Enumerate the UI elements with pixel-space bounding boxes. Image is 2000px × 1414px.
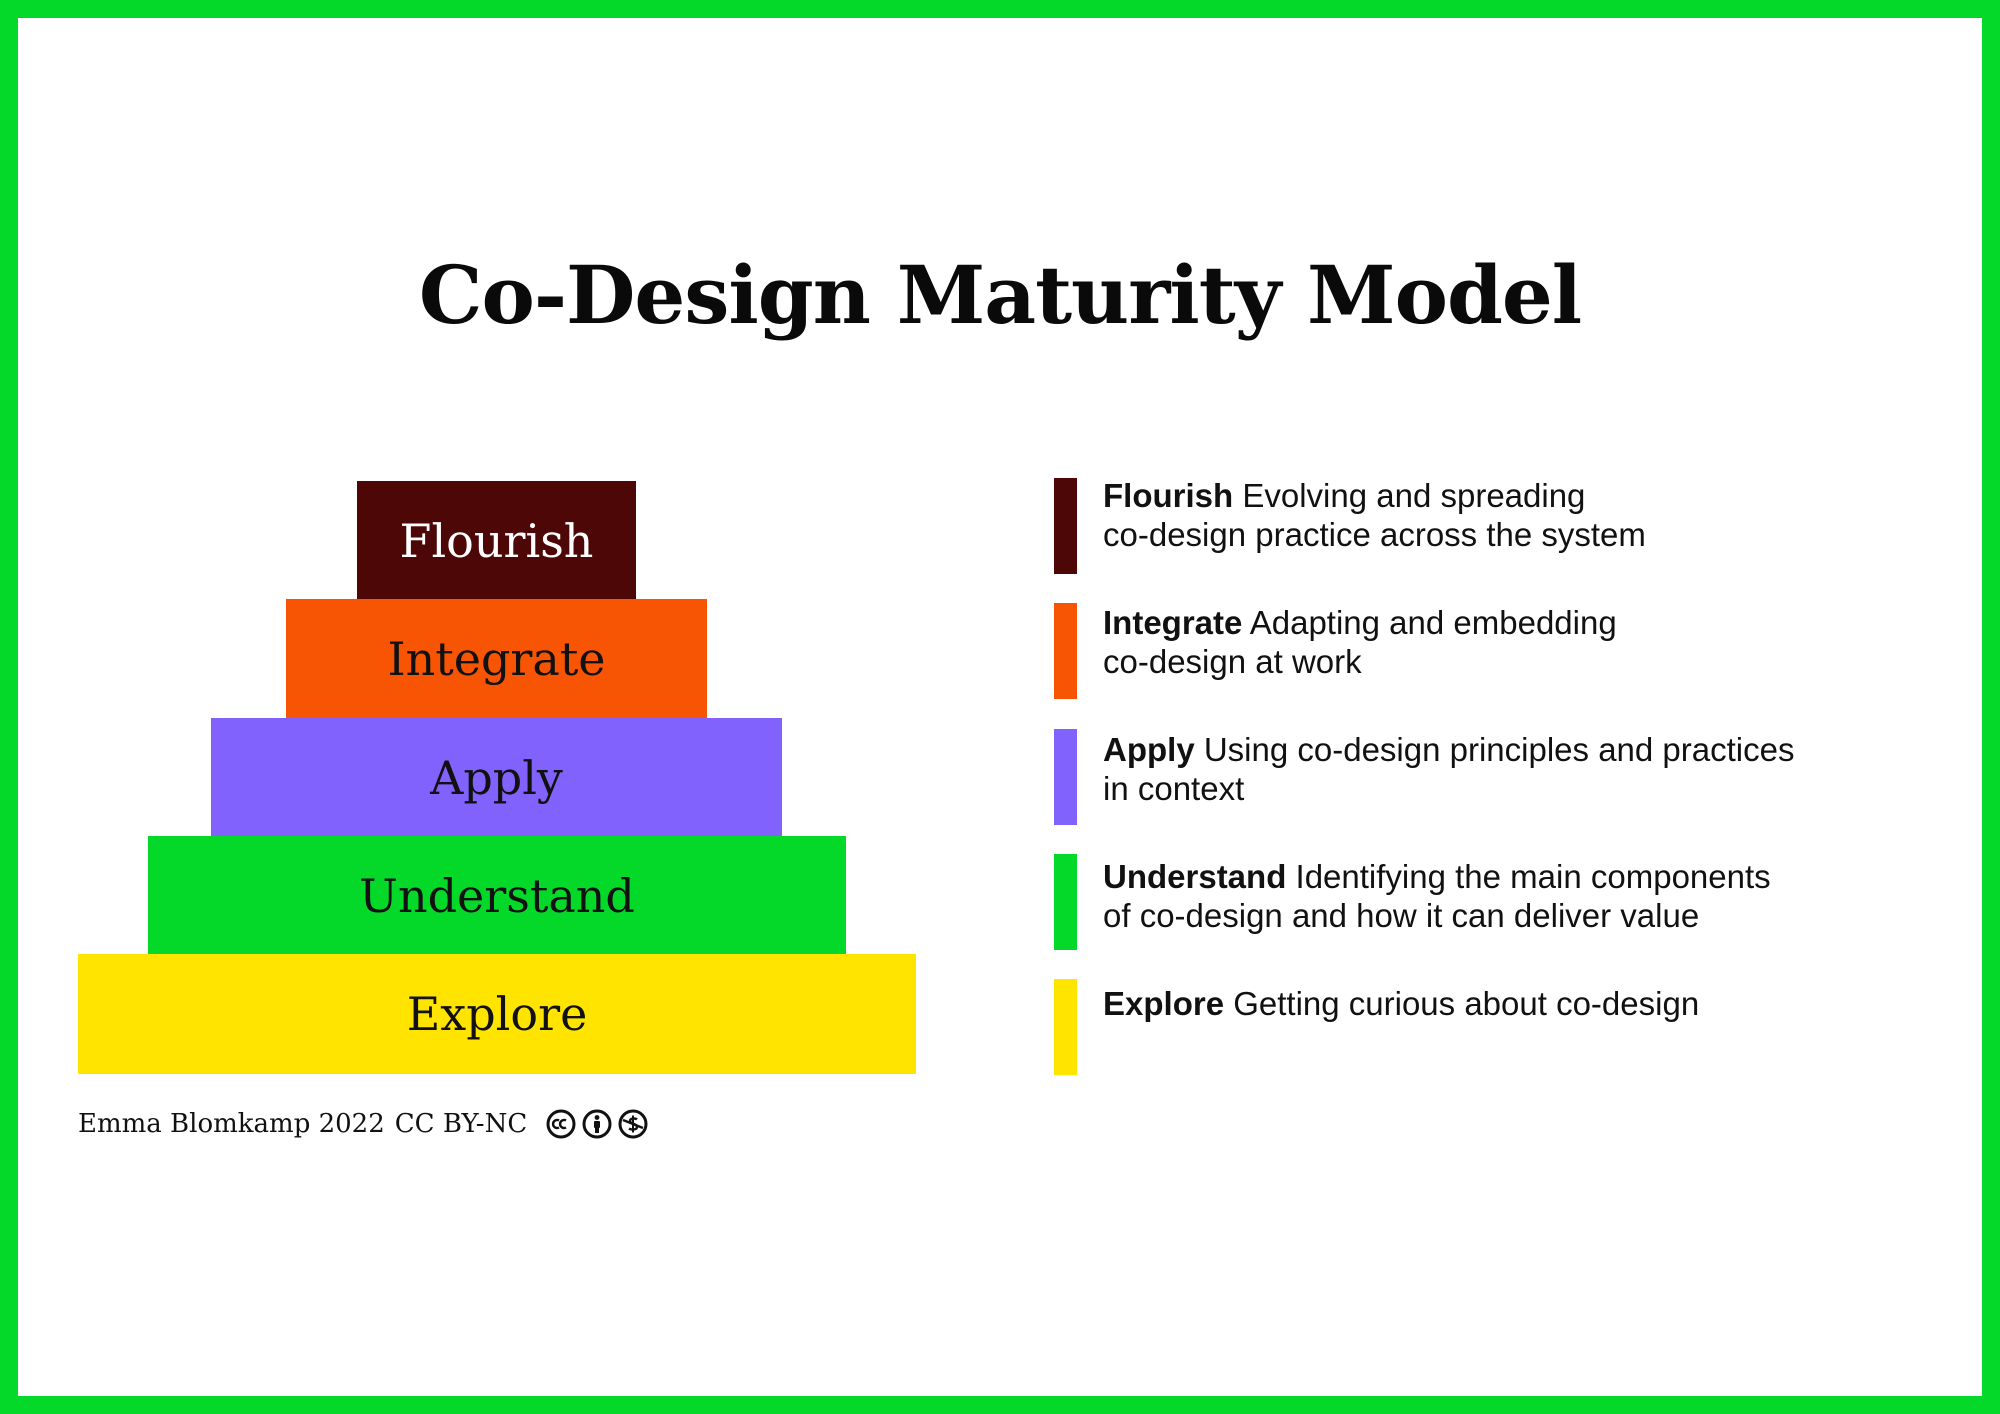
non-commercial-icon [618,1109,648,1139]
legend-swatch-flourish [1054,478,1077,574]
legend-term: Understand [1103,858,1287,895]
legend-line: co-design practice across the system [1103,516,1646,553]
tier-label: Integrate [387,632,606,686]
legend-term: Apply [1103,731,1195,768]
pyramid-tier-apply: Apply [211,718,782,838]
license-icons [545,1108,649,1140]
legend-line: Apply Using co-design principles and pra… [1103,730,1923,769]
legend-description: Getting curious about co-design [1233,985,1700,1022]
legend-description: Using co-design principles and practices [1203,731,1795,768]
tier-label: Explore [406,987,588,1041]
pyramid-tier-integrate: Integrate [286,599,707,719]
legend-term: Integrate [1103,604,1243,641]
pyramid-tier-explore: Explore [78,954,916,1074]
page-title: Co-Design Maturity Model [418,248,1582,342]
legend-line: Understand Identifying the main componen… [1103,857,1923,896]
tier-label: Understand [359,869,635,923]
legend-term: Explore [1103,985,1225,1022]
legend-line: co-design at work [1103,643,1362,680]
legend-description: Adapting and embedding [1249,604,1617,641]
attribution-icon [582,1109,612,1139]
legend-line: Integrate Adapting and embedding [1103,603,1923,642]
creative-commons-icon [546,1109,576,1139]
legend-swatch-explore [1054,979,1077,1075]
legend-item-explore: Explore Getting curious about co-design [1103,984,1923,1023]
legend-description: Evolving and spreading [1242,477,1586,514]
legend-item-understand: Understand Identifying the main componen… [1103,857,1923,935]
tier-label: Apply [430,751,563,805]
legend-line: Flourish Evolving and spreading [1103,476,1923,515]
legend-term: Flourish [1103,477,1234,514]
legend-description: Identifying the main components [1295,858,1771,895]
legend-line: Explore Getting curious about co-design [1103,984,1923,1023]
credit-author: Emma Blomkamp 2022 [78,1109,385,1139]
credit-line: Emma Blomkamp 2022 CC BY-NC [78,1104,649,1144]
legend-item-integrate: Integrate Adapting and embedding co-desi… [1103,603,1923,681]
tier-label: Flourish [399,514,594,568]
pyramid-tier-understand: Understand [148,836,846,956]
legend-line: in context [1103,770,1245,807]
legend-swatch-apply [1054,729,1077,825]
legend-swatch-understand [1054,854,1077,950]
legend-item-flourish: Flourish Evolving and spreading co-desig… [1103,476,1923,554]
legend-swatch-integrate [1054,603,1077,699]
legend-item-apply: Apply Using co-design principles and pra… [1103,730,1923,808]
legend-line: of co-design and how it can deliver valu… [1103,897,1700,934]
pyramid-tier-flourish: Flourish [357,481,636,601]
credit-license: CC BY-NC [394,1109,528,1139]
